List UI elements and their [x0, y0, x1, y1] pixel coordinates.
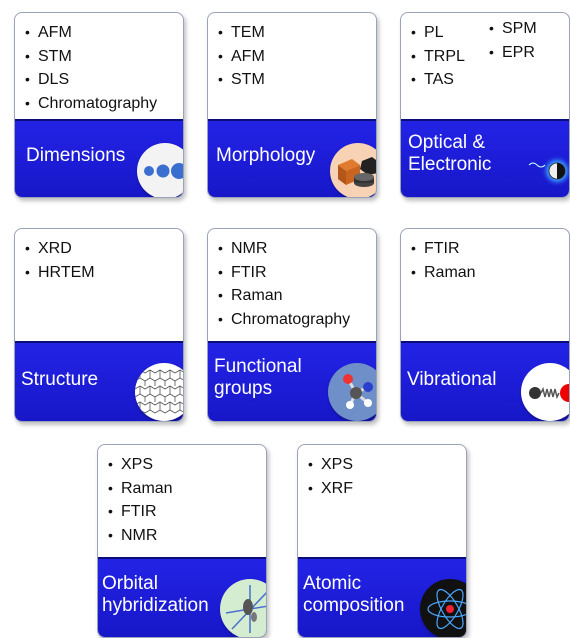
- method-item: XPS: [308, 453, 353, 477]
- category-label: Functional groups: [214, 356, 302, 399]
- category-label: Optical & Electronic: [408, 132, 492, 175]
- category-label: Orbital hybridization: [102, 573, 209, 616]
- method-item: TRPL: [411, 45, 465, 69]
- method-item: XPS: [108, 453, 173, 477]
- method-item: FTIR: [411, 237, 476, 261]
- method-item: TAS: [411, 68, 465, 92]
- method-list: NMR FTIR Raman Chromatography: [218, 237, 350, 331]
- atom-icon: [420, 579, 466, 637]
- method-item: PL: [411, 21, 465, 45]
- method-item: EPR: [489, 41, 537, 65]
- method-item: FTIR: [108, 500, 173, 524]
- method-item: Chromatography: [218, 308, 350, 332]
- method-item: STM: [218, 68, 265, 92]
- molecule-icon: [328, 363, 376, 421]
- method-item: XRD: [25, 237, 95, 261]
- method-item: NMR: [108, 524, 173, 548]
- method-list: TEM AFM STM: [218, 21, 265, 92]
- method-list: PL TRPL TAS: [411, 21, 465, 92]
- method-item: Raman: [218, 284, 350, 308]
- spring-icon: [521, 363, 569, 421]
- card-atomic-composition: XPS XRF Atomic composition: [297, 444, 467, 638]
- method-item: XRF: [308, 477, 353, 501]
- card-morphology: TEM AFM STM Morphology: [207, 12, 377, 198]
- card-dimensions: AFM STM DLS Chromatography Dimensions: [14, 12, 184, 198]
- category-label: Atomic composition: [303, 573, 405, 616]
- method-item: Raman: [108, 477, 173, 501]
- lattice-icon: [135, 363, 183, 421]
- card-optical-electronic: PL TRPL TAS SPM EPR Optical & Electronic: [400, 12, 570, 198]
- method-item: Raman: [411, 261, 476, 285]
- method-item: FTIR: [218, 261, 350, 285]
- glowing-sphere-icon: [527, 149, 569, 193]
- method-item: HRTEM: [25, 261, 95, 285]
- shapes-icon: [330, 143, 376, 197]
- method-item: STM: [25, 45, 157, 69]
- method-item: DLS: [25, 68, 157, 92]
- method-list: FTIR Raman: [411, 237, 476, 284]
- orbital-axes-icon: [220, 579, 266, 637]
- method-list-secondary: SPM EPR: [489, 17, 537, 64]
- method-list: XPS XRF: [308, 453, 353, 500]
- category-label: Vibrational: [407, 369, 497, 390]
- method-item: NMR: [218, 237, 350, 261]
- card-orbital-hybridization: XPS Raman FTIR NMR Orbital hybridization: [97, 444, 267, 638]
- method-item: SPM: [489, 17, 537, 41]
- category-label: Dimensions: [26, 145, 126, 166]
- method-list: XPS Raman FTIR NMR: [108, 453, 173, 547]
- method-item: TEM: [218, 21, 265, 45]
- card-structure: XRD HRTEM Structure: [14, 228, 184, 422]
- category-label: Morphology: [216, 145, 316, 166]
- method-list: XRD HRTEM: [25, 237, 95, 284]
- method-list: AFM STM DLS Chromatography: [25, 21, 157, 115]
- category-label: Structure: [21, 369, 99, 390]
- card-functional-groups: NMR FTIR Raman Chromatography Functional…: [207, 228, 377, 422]
- method-item: AFM: [218, 45, 265, 69]
- category-band: Optical & Electronic: [401, 119, 569, 197]
- method-item: AFM: [25, 21, 157, 45]
- card-vibrational: FTIR Raman Vibrational: [400, 228, 570, 422]
- blue-dots-icon: [137, 143, 183, 197]
- method-item: Chromatography: [25, 92, 157, 116]
